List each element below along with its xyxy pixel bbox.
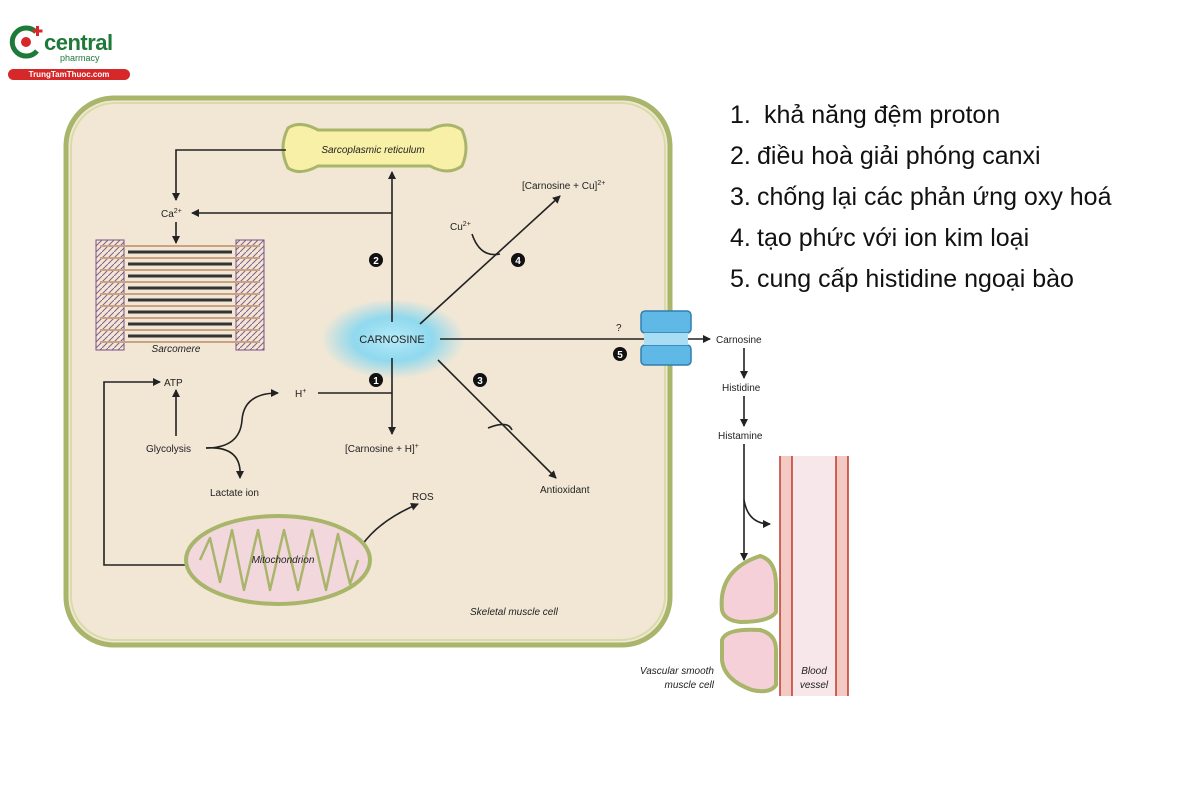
carnosine-h-label: [Carnosine + H]+ <box>345 443 419 455</box>
arrow-to-cu-complex <box>419 195 561 325</box>
blood-vessel-label-line1: Blood <box>801 666 827 677</box>
logo-icon <box>9 25 43 59</box>
blood-vessel <box>779 456 849 696</box>
central-pharmacy-logo: central pharmacy TrungTamThuoc.com <box>6 22 130 82</box>
svg-text:4: 4 <box>515 256 521 267</box>
badge-3: 3 <box>473 373 487 387</box>
svg-text:2: 2 <box>373 256 379 267</box>
svg-text:3: 3 <box>477 376 483 387</box>
logo-subtitle: pharmacy <box>60 53 100 63</box>
arrow-reticulum-to-ca <box>172 149 286 201</box>
function-item-3: 3.chống lại các phản ứng oxy hoá <box>730 183 1112 211</box>
vascular-label-line1: Vascular smooth <box>640 666 715 677</box>
logo-brand: central <box>44 30 113 55</box>
arrow-to-antioxidant <box>437 359 557 479</box>
badge-2: 2 <box>369 253 383 267</box>
question-mark: ? <box>616 323 622 334</box>
atp-label: ATP <box>164 378 183 389</box>
antioxidant-label: Antioxidant <box>540 485 590 496</box>
cu-complex-label: [Carnosine + Cu]2+ <box>522 180 605 192</box>
function-item-2: 2.điều hoà giải phóng canxi <box>730 142 1041 170</box>
sarcomere-label: Sarcomere <box>152 344 201 355</box>
svg-text:1: 1 <box>373 376 379 387</box>
badge-1: 1 <box>369 373 383 387</box>
h-label: H+ <box>295 388 306 400</box>
ca-label: Ca2+ <box>161 208 182 220</box>
skeletal-muscle-cell-label: Skeletal muscle cell <box>470 607 559 618</box>
function-list: 1. khả năng đệm proton 2.điều hoà giải p… <box>730 98 1111 303</box>
histidine-label: Histidine <box>722 383 761 394</box>
sarcoplasmic-reticulum-label: Sarcoplasmic reticulum <box>321 145 424 156</box>
badge-5: 5 <box>613 347 627 361</box>
svg-text:5: 5 <box>617 350 623 361</box>
carnosine-glow <box>321 299 465 379</box>
lactate-label: Lactate ion <box>210 488 259 499</box>
sarcomere <box>95 239 265 351</box>
carnosine-label: CARNOSINE <box>359 334 424 346</box>
sarcoplasmic-reticulum-shape <box>281 123 468 173</box>
cu-label: Cu2+ <box>450 221 471 233</box>
vascular-smooth-muscle-cells <box>719 553 778 694</box>
function-item-5: 5.cung cấp histidine ngoại bào <box>730 265 1074 293</box>
mitochondrion <box>184 514 372 606</box>
vascular-label-line2: muscle cell <box>665 680 715 691</box>
function-item-4: 4.tạo phức với ion kim loại <box>730 224 1030 252</box>
ros-label: ROS <box>412 492 434 503</box>
badge-4: 4 <box>511 253 525 267</box>
transporter-channel <box>640 310 692 366</box>
mitochondrion-label: Mitochondrion <box>252 555 315 566</box>
function-item-1: 1. khả năng đệm proton <box>730 101 1001 129</box>
histamine-label: Histamine <box>718 431 763 442</box>
cu-curve <box>471 233 501 256</box>
ext-carnosine-label: Carnosine <box>716 335 762 346</box>
logo-site-bar[interactable]: TrungTamThuoc.com <box>8 69 130 80</box>
blood-vessel-label-line2: vessel <box>800 680 829 691</box>
glycolysis-label: Glycolysis <box>146 444 191 455</box>
